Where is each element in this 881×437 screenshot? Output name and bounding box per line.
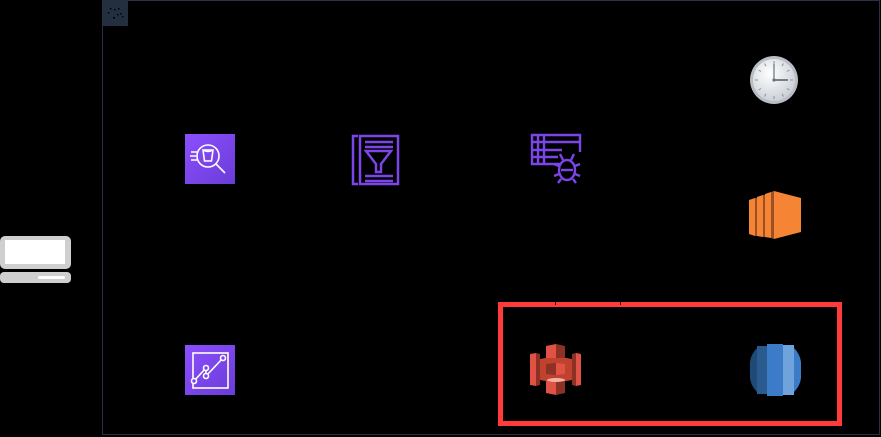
quicksight-chart-icon bbox=[190, 352, 229, 389]
ec2-instance-icon bbox=[749, 191, 801, 239]
client-node[interactable] bbox=[0, 235, 72, 290]
scheduler-node[interactable] bbox=[749, 55, 799, 110]
highlight-box bbox=[498, 302, 842, 426]
aws-cloud-group bbox=[102, 0, 880, 435]
client-computer-icon bbox=[0, 236, 71, 283]
quicksight-node[interactable] bbox=[185, 345, 235, 395]
rds-database-icon bbox=[750, 344, 801, 396]
athena-node[interactable] bbox=[185, 134, 235, 184]
data-catalog-node[interactable] bbox=[351, 134, 401, 191]
athena-query-s3-icon bbox=[190, 144, 226, 174]
clock-icon bbox=[750, 56, 798, 104]
rds-node[interactable] bbox=[749, 344, 801, 401]
crawler-node[interactable] bbox=[530, 132, 586, 189]
s3-node[interactable] bbox=[530, 344, 582, 401]
ec2-node[interactable] bbox=[749, 190, 801, 245]
s3-bucket-icon bbox=[530, 344, 581, 395]
aws-cloud-group-icon bbox=[102, 0, 128, 26]
connector-s3-top-left bbox=[555, 297, 556, 305]
connector-s3-top-right bbox=[620, 297, 621, 305]
data-catalog-funnel-icon bbox=[351, 134, 400, 186]
crawler-table-bug-icon bbox=[530, 133, 582, 184]
